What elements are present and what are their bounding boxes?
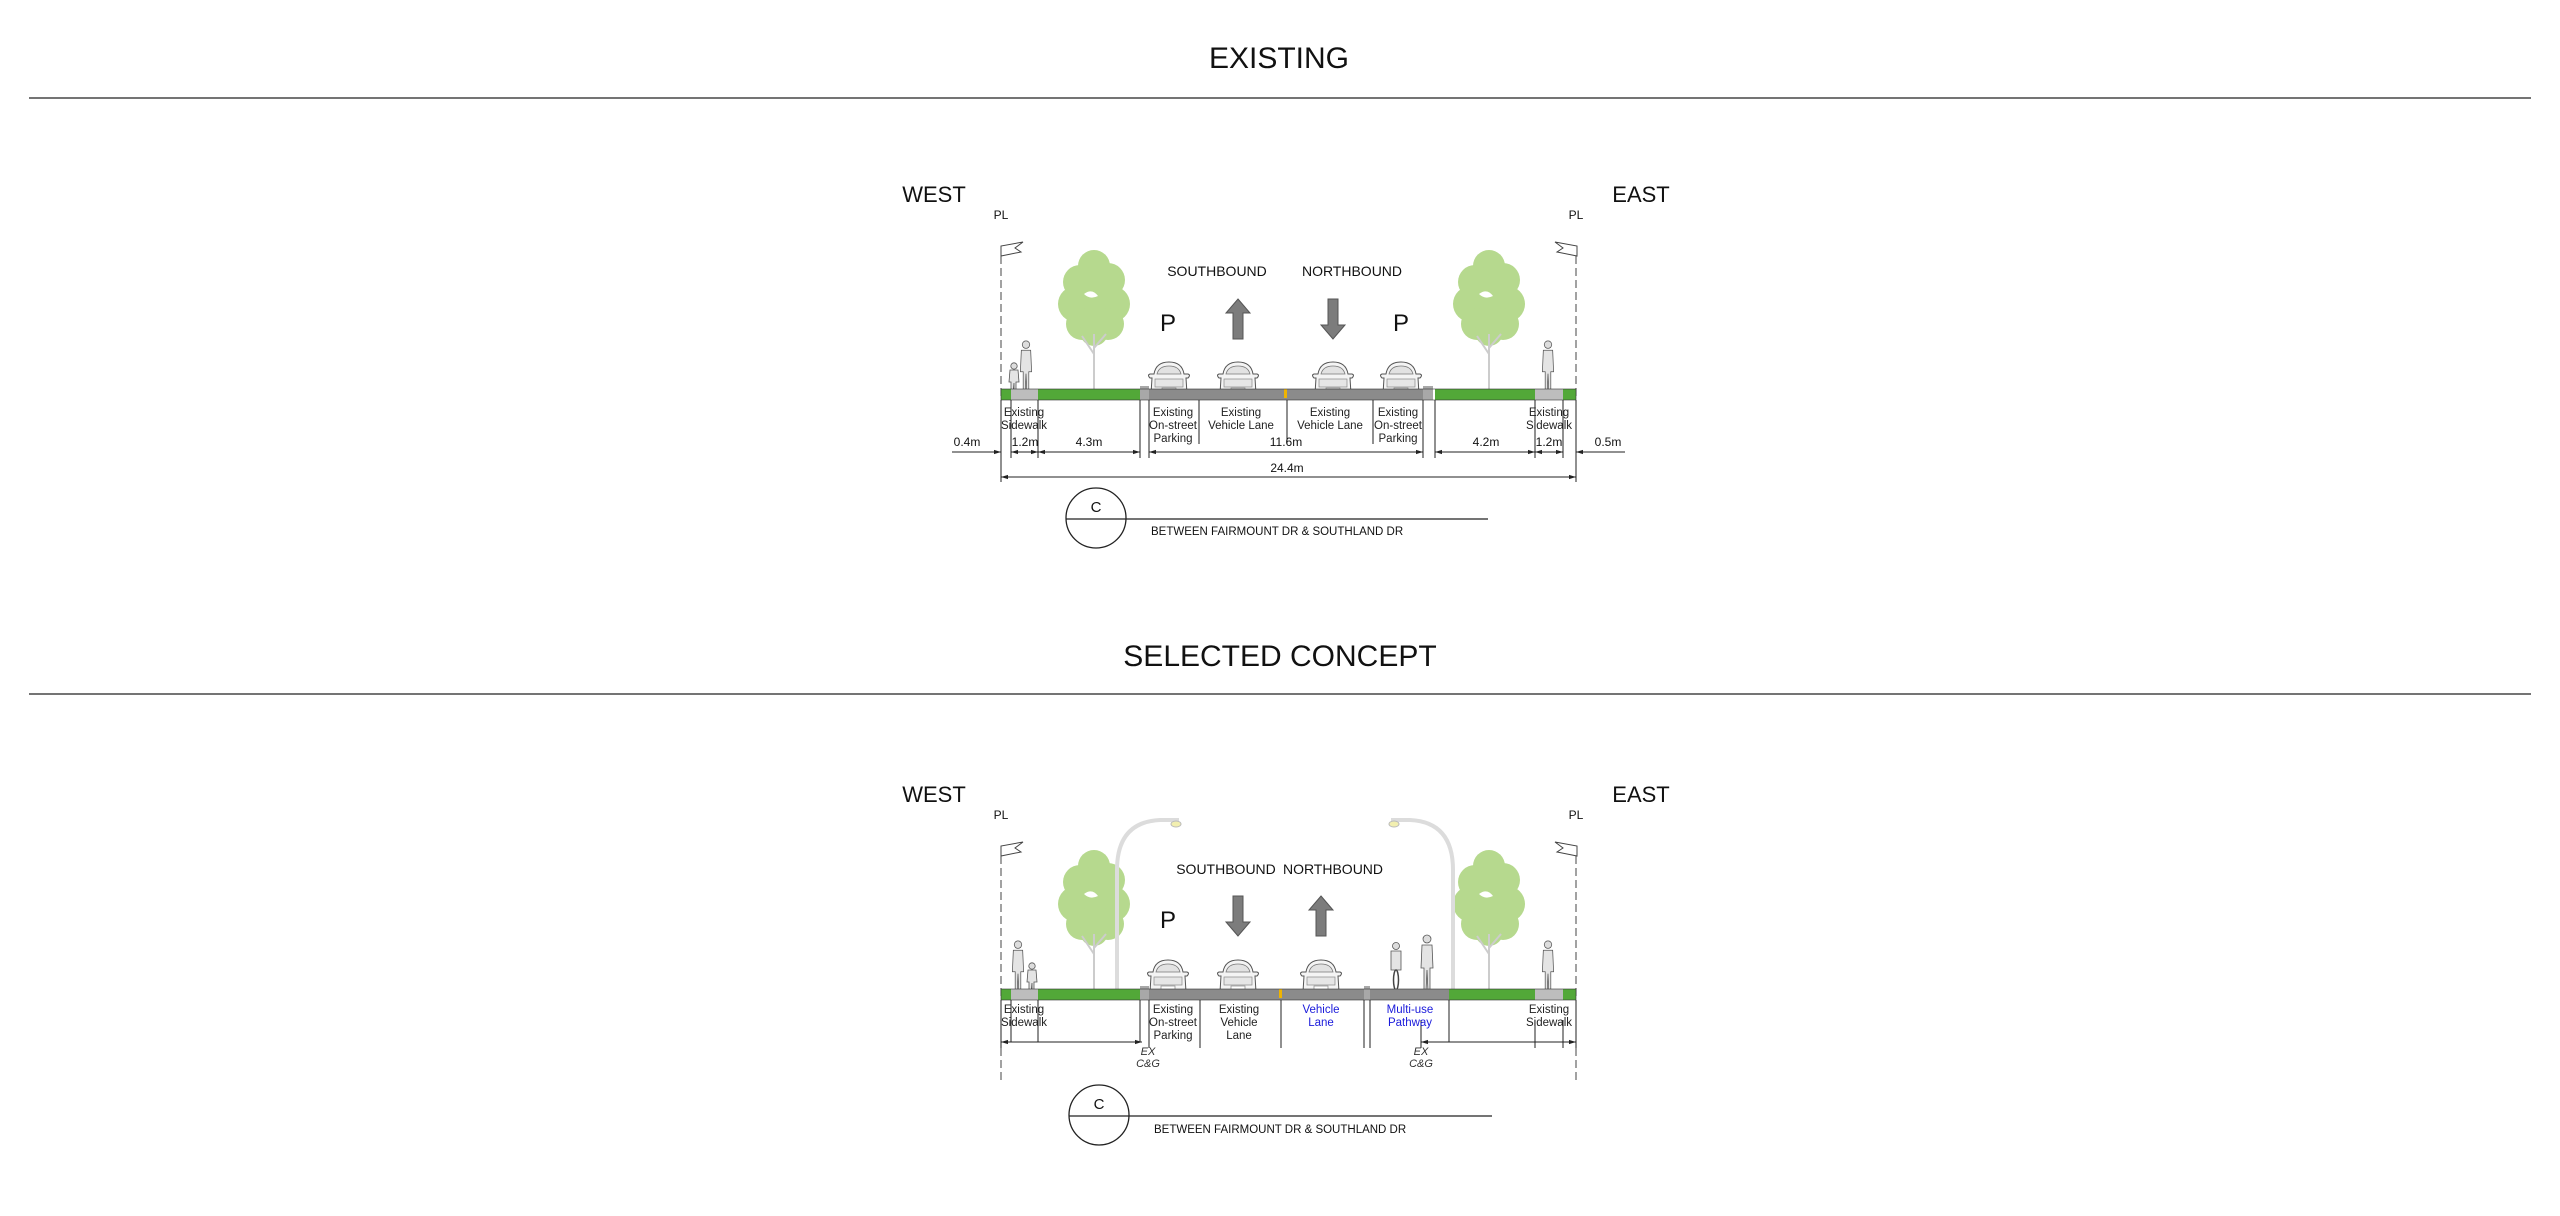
proposed-zone-label: Lane [1308,1017,1334,1029]
dimension-label: 0.5m [1595,435,1622,449]
section-marker: C BETWEEN FAIRMOUNT DR & SOUTHLAND DR [1065,487,1488,549]
section-title-concept: SELECTED CONCEPT [1123,640,1436,673]
existing-curb-label: EX [1141,1046,1156,1058]
dimension-label: 11.6m [1270,435,1302,449]
child-pedestrian-icon [1026,962,1038,994]
existing-section: EXISTING WEST EAST PL PL SOUTHBOUND NORT… [29,42,2531,549]
zone-label: Sidewalk [1001,1017,1047,1029]
east-label: EAST [1612,782,1669,807]
parking-symbol: P [1393,310,1409,337]
zone-label: Lane [1226,1030,1252,1042]
street-light-icon [1115,818,1182,990]
proposed-zone-label: Pathway [1388,1017,1432,1029]
pedestrian-icon [1542,940,1554,995]
section-id: C [1091,499,1102,516]
southbound-arrow-icon [1225,298,1251,340]
street-light-icon [1388,818,1455,990]
section-id: C [1094,1096,1105,1113]
section-description: BETWEEN FAIRMOUNT DR & SOUTHLAND DR [1151,526,1403,538]
label-dividers [1000,1000,1577,1048]
southbound-label: SOUTHBOUND [1176,861,1276,877]
northbound-label: NORTHBOUND [1302,263,1402,279]
dimension-label: 4.3m [1076,435,1103,449]
zone-label: Parking [1154,433,1193,445]
zone-label: Existing [1004,407,1044,419]
zone-label: Existing [1153,1004,1193,1016]
east-label: EAST [1612,182,1669,207]
dimension-label: 0.4m [954,435,981,449]
dimension-label: 4.2m [1473,435,1500,449]
zone-label: On-street [1149,420,1198,432]
centerline-marking [1284,389,1287,398]
zone-label: Vehicle [1220,1017,1257,1029]
dimension-lines [952,449,1625,480]
northbound-arrow-icon [1320,298,1346,340]
zone-label: Parking [1154,1030,1193,1042]
northbound-arrow-icon [1308,895,1334,937]
cyclist-icon [1390,942,1402,991]
zone-label: Sidewalk [1526,420,1572,432]
zone-label: Existing [1529,1004,1569,1016]
zone-label: Existing [1219,1004,1259,1016]
proposed-zone-label: Vehicle [1302,1004,1339,1016]
zone-label: Vehicle Lane [1297,420,1363,432]
southbound-arrow-icon [1225,895,1251,937]
property-line-flag-icon [1554,241,1578,257]
dimension-label: 1.2m [1012,435,1039,449]
pedestrian-icon [1012,940,1024,995]
property-line-flag-icon [1000,241,1024,257]
property-line-label: PL [994,208,1009,222]
existing-curb-label: EX [1414,1046,1429,1058]
zone-label: Existing [1221,407,1261,419]
section-marker: C BETWEEN FAIRMOUNT DR & SOUTHLAND DR [1068,1084,1492,1146]
southbound-label: SOUTHBOUND [1167,263,1267,279]
zone-label: Existing [1529,407,1569,419]
pedestrian-icon [1542,340,1554,395]
zone-label: On-street [1149,1017,1198,1029]
section-title-existing: EXISTING [1209,42,1349,75]
existing-curb-label: C&G [1136,1058,1160,1070]
zone-label: On-street [1374,420,1423,432]
property-line-label: PL [1569,208,1584,222]
label-dividers [1000,400,1577,482]
pedestrian-icon [1020,340,1032,395]
section-description: BETWEEN FAIRMOUNT DR & SOUTHLAND DR [1154,1124,1406,1136]
property-line-label: PL [994,808,1009,822]
zone-label: Existing [1004,1004,1044,1016]
zone-label: Sidewalk [1526,1017,1572,1029]
west-label: WEST [902,782,966,807]
zone-label: Parking [1379,433,1418,445]
zone-label: Vehicle Lane [1208,420,1274,432]
child-pedestrian-icon [1008,362,1020,394]
zone-label: Existing [1310,407,1350,419]
northbound-label: NORTHBOUND [1283,861,1383,877]
total-width-label: 24.4m [1270,461,1303,475]
tree-icon [1452,249,1526,395]
pedestrian-icon [1420,934,1434,993]
concept-section: WEST EAST PL PL SOUTHBOUND NORTHBOUND [902,782,1670,1146]
tree-icon [1057,849,1131,995]
zone-label: Existing [1378,407,1418,419]
ground-profile [1000,986,1577,1001]
dimension-label: 1.2m [1536,435,1563,449]
proposed-zone-label: Multi-use [1387,1004,1434,1016]
centerline-marking [1279,989,1282,998]
zone-label: Sidewalk [1001,420,1047,432]
parking-symbol: P [1160,310,1176,337]
property-line-label: PL [1569,808,1584,822]
tree-icon [1452,849,1526,995]
parking-symbol: P [1160,907,1176,934]
zone-label: Existing [1153,407,1193,419]
existing-curb-label: C&G [1409,1058,1433,1070]
tree-icon [1057,249,1131,395]
ground-profile [1000,386,1577,401]
property-line-flag-icon [1554,841,1578,857]
west-label: WEST [902,182,966,207]
property-line-flag-icon [1000,841,1024,857]
